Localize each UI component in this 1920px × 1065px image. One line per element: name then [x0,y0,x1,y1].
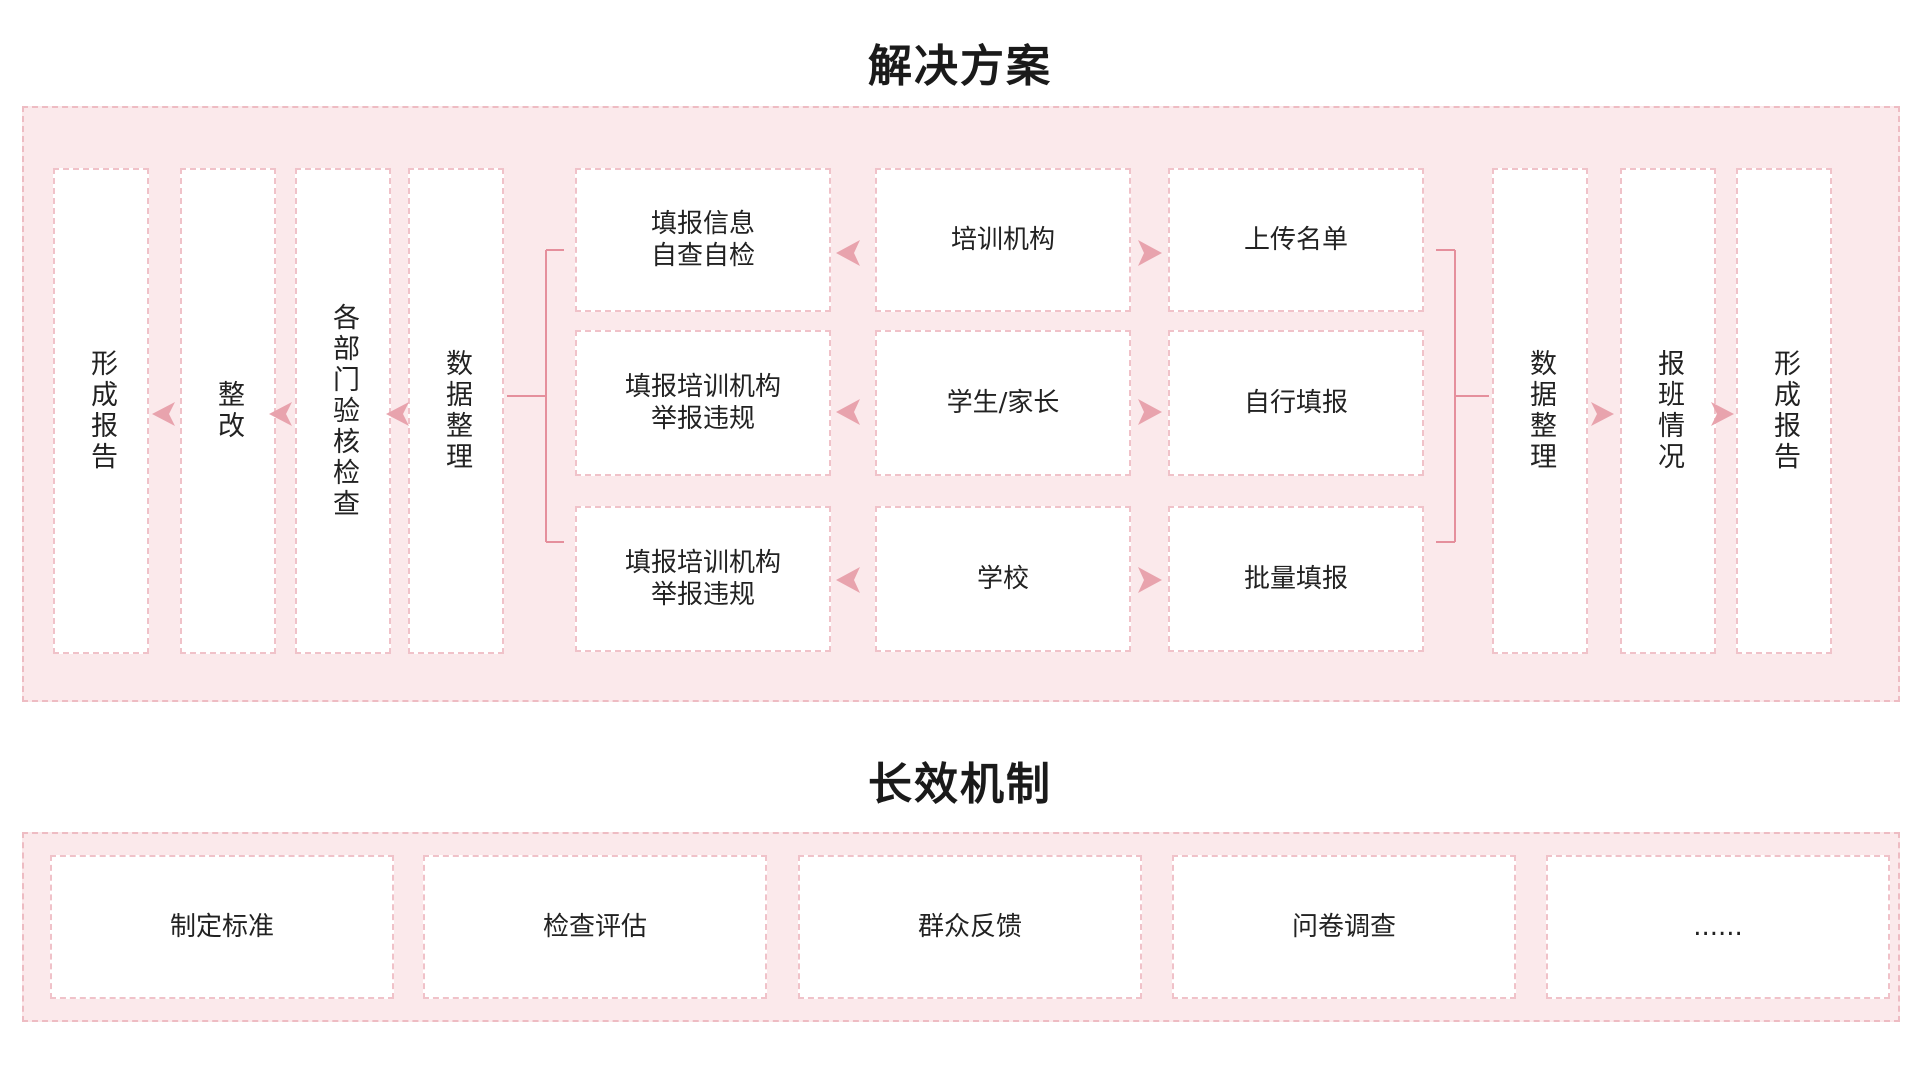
mechanism-item-standard: 制定标准 [50,855,394,999]
mechanism-item-evaluation-label: 检查评估 [542,912,647,942]
left-box-2: 填报培训机构 举报违规 [575,330,831,476]
left-column-rectify-label: 整改 [213,380,244,442]
left-column-rectify: 整改 [180,168,276,654]
mechanism-item-more: ...... [1546,855,1890,999]
center-box-3: 学校 [875,506,1131,652]
mechanism-title: 长效机制 [868,759,1052,810]
left-column-dept-check-label: 各部门验核检查 [328,302,359,520]
right-column-enrollment-label: 报班情况 [1653,349,1684,473]
center-box-2-label: 学生/家长 [946,388,1060,418]
right-column-report-label: 形成报告 [1769,349,1800,473]
center-box-2: 学生/家长 [875,330,1131,476]
center-box-1-label: 培训机构 [950,225,1055,255]
mechanism-item-more-label: ...... [1693,912,1743,942]
mechanism-item-survey: 问卷调查 [1172,855,1516,999]
left-column-data-sort-label: 数据整理 [441,349,472,473]
mechanism-item-evaluation: 检查评估 [423,855,767,999]
center-box-3-label: 学校 [976,564,1029,594]
mechanism-item-standard-label: 制定标准 [169,912,274,942]
mechanism-item-survey-label: 问卷调查 [1291,912,1396,942]
solution-title: 解决方案 [868,41,1052,92]
left-box-1: 填报信息 自查自检 [575,168,831,312]
left-column-dept-check: 各部门验核检查 [295,168,391,654]
mechanism-item-feedback-label: 群众反馈 [917,912,1022,942]
right-box-2-label: 自行填报 [1243,388,1348,418]
right-box-1-label: 上传名单 [1243,225,1348,255]
right-column-report: 形成报告 [1736,168,1832,654]
right-box-1: 上传名单 [1168,168,1424,312]
left-column-data-sort: 数据整理 [408,168,504,654]
right-column-data-sort: 数据整理 [1492,168,1588,654]
left-box-3: 填报培训机构 举报违规 [575,506,831,652]
right-column-enrollment: 报班情况 [1620,168,1716,654]
left-box-3-label: 填报培训机构 举报违规 [624,548,781,610]
left-box-2-label: 填报培训机构 举报违规 [624,372,781,434]
left-column-report: 形成报告 [53,168,149,654]
right-box-3: 批量填报 [1168,506,1424,652]
mechanism-item-feedback: 群众反馈 [798,855,1142,999]
left-box-1-label: 填报信息 自查自检 [650,209,755,271]
left-column-report-label: 形成报告 [86,349,117,473]
right-box-2: 自行填报 [1168,330,1424,476]
right-column-data-sort-label: 数据整理 [1525,349,1556,473]
center-box-1: 培训机构 [875,168,1131,312]
right-box-3-label: 批量填报 [1243,564,1348,594]
